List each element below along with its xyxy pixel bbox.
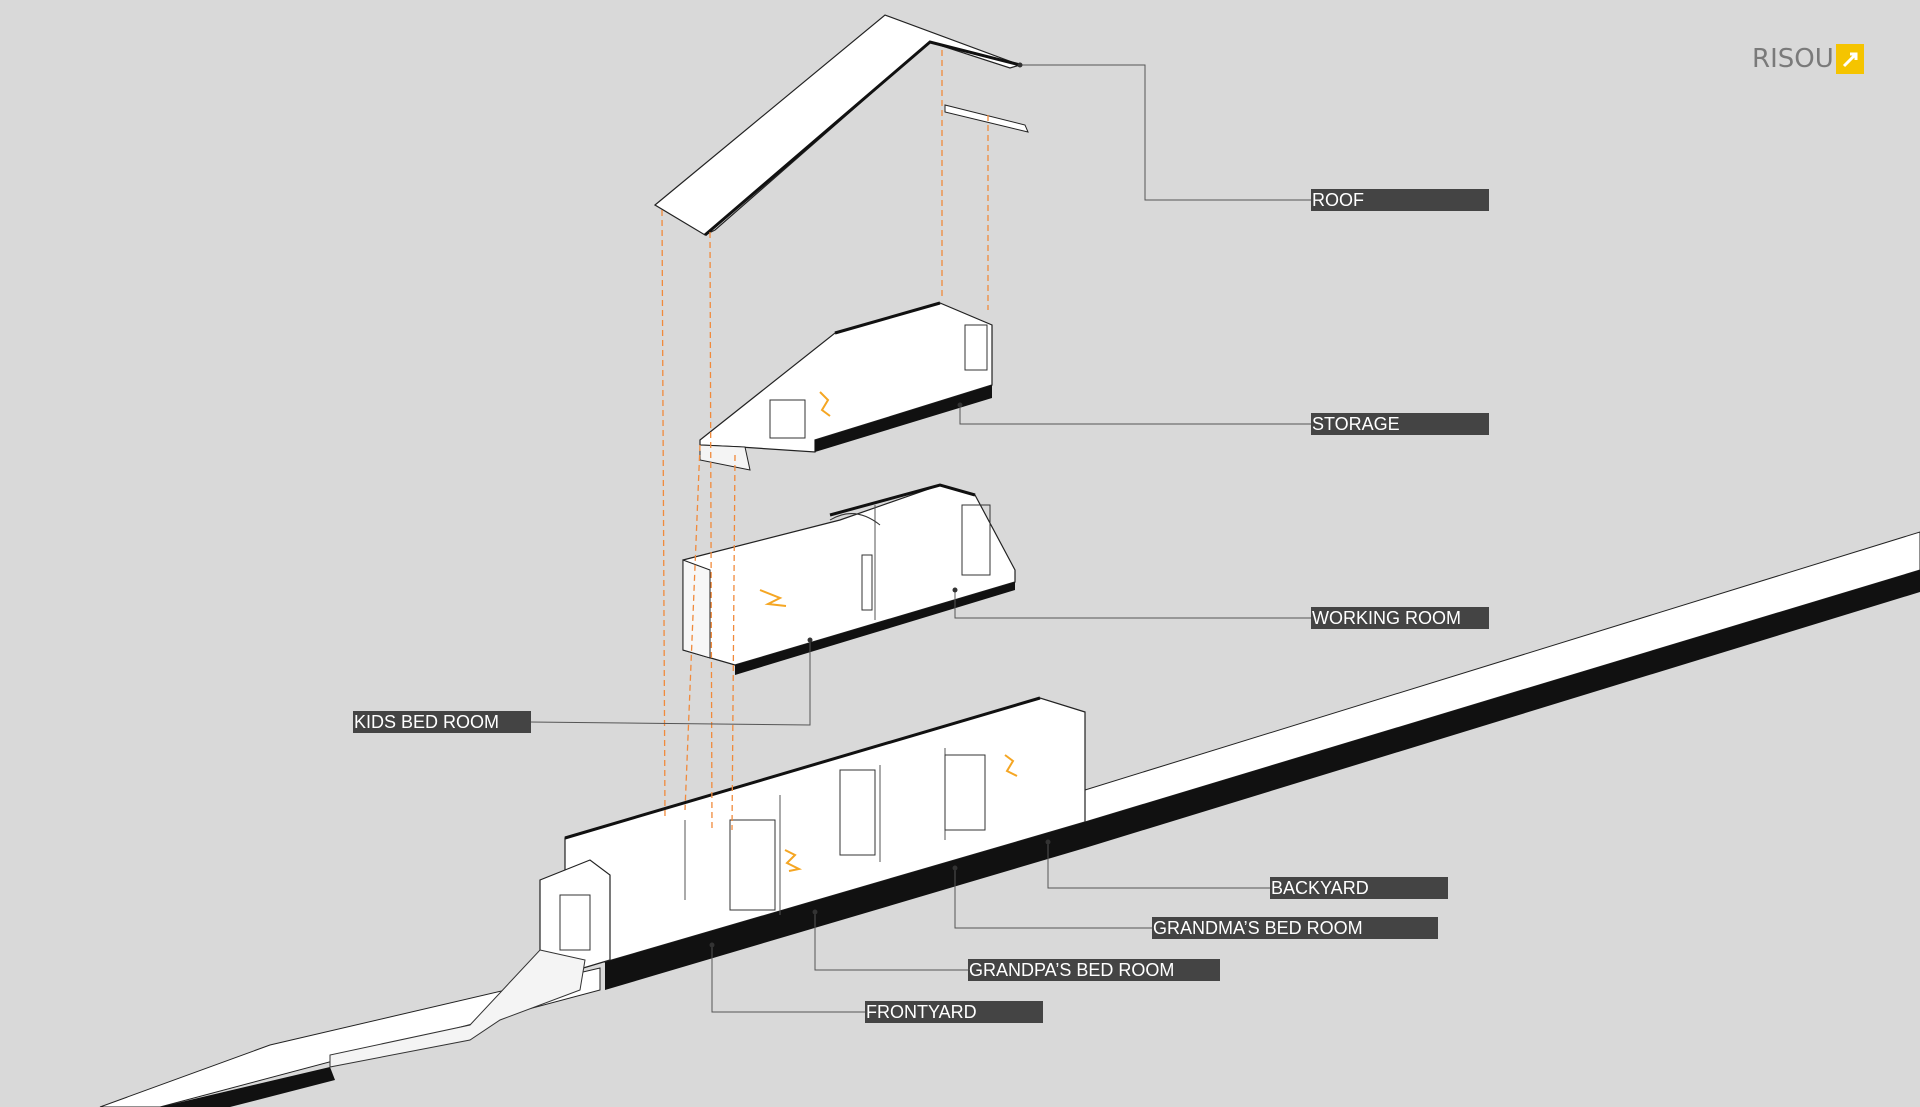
- label-grandpa-bed-room: GRANDPA’S BED ROOM: [968, 959, 1220, 981]
- storage-floor-block: [699, 301, 993, 471]
- ground-strip: [99, 531, 1920, 1107]
- label-backyard: BACKYARD: [1270, 877, 1448, 899]
- ground-floor-block: [329, 696, 1086, 1068]
- roof-block: [653, 14, 1029, 237]
- middle-floor-block: [682, 483, 1016, 675]
- brand-mark-icon: [1835, 44, 1864, 74]
- label-roof: ROOF: [1311, 189, 1489, 211]
- label-frontyard: FRONTYARD: [865, 1001, 1043, 1023]
- label-working-room: WORKING ROOM: [1311, 607, 1489, 629]
- label-grandma-bed-room: GRANDMA’S BED ROOM: [1152, 917, 1438, 939]
- leader-dots: [709, 62, 1051, 948]
- brand-name: RISOU: [1752, 44, 1834, 74]
- leader-lines: [529, 64, 1312, 1013]
- projection-lines: [661, 50, 989, 831]
- label-storage: STORAGE: [1311, 413, 1489, 435]
- brand-logo: RISOU: [1752, 44, 1864, 74]
- label-kids-bed-room: KIDS BED ROOM: [353, 711, 531, 733]
